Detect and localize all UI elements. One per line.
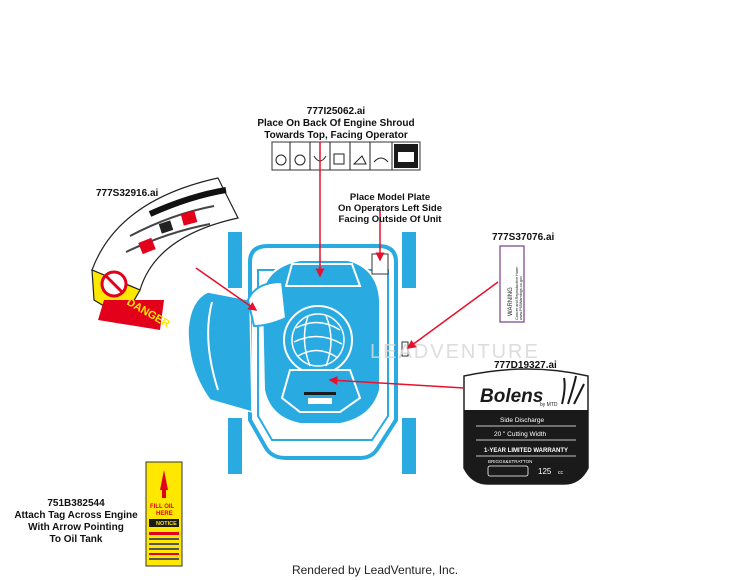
oil-tag-line1: Attach Tag Across Engine [14,510,138,521]
arrow-warning-decal [406,281,499,349]
bolens-discharge: Side Discharge [500,417,544,424]
oil-tag-line2: With Arrow Pointing [28,522,124,533]
oil-tag: FILL OIL HERE NOTICE [145,461,183,567]
warning-decal-marker [401,341,409,357]
arrow-danger-decal [195,267,258,311]
shroud-part-number: 777I25062.ai [306,106,366,117]
bolens-brand: Bolens [480,386,543,407]
model-plate-line2: On Operators Left Side [338,203,442,214]
warning-line2: www.P65Warnings.ca.gov [519,276,523,320]
shroud-line2: Towards Top, Facing Operator [264,130,408,141]
oil-tag-part-number: 751B382544 [47,498,105,509]
arrow-bolens-decal [328,375,465,389]
mower-deck [187,232,416,474]
discharge-chute [187,291,253,413]
bolens-engine-brand: BRIGGS&STRATTON [488,459,532,464]
wheel-front-right [402,232,416,288]
bolens-sub-brand: by MTD [540,402,558,408]
danger-decal-part-number: 777S32916.ai [96,188,159,199]
oil-fill-line2: HERE [156,511,173,517]
warning-decal-part-number: 777S37076.ai [492,232,555,243]
oil-tag-line3: To Oil Tank [49,534,103,545]
bolens-decal-part-number: 777D19327.ai [494,360,557,371]
warning-decal: WARNING Cancer and Reproductive Harm www… [499,245,525,323]
oil-fill-line1: FILL OIL [150,504,175,510]
wheel-front-left [228,232,242,288]
footer-credit: Rendered by LeadVenture, Inc. [291,563,459,577]
danger-decal: DANGER [91,177,239,330]
fuel-tank [246,280,288,328]
oil-notice: NOTICE [156,521,177,527]
air-filter [280,369,362,413]
leader-arrows [195,142,499,389]
bolens-displacement: 125 [538,467,552,476]
wheel-rear-left [228,418,242,474]
model-plate-line1: Place Model Plate [349,192,431,203]
warning-title: WARNING [508,287,514,316]
bolens-decal: Bolens by MTD Side Discharge 20 " Cuttin… [463,368,589,485]
model-plate-callout: Place Model Plate On Operators Left Side… [332,192,448,225]
bolens-cutting-width: 20 " Cutting Width [494,431,547,438]
warning-line1: Cancer and Reproductive Harm [515,267,519,320]
shroud-callout: 777I25062.ai Place On Back Of Engine Shr… [236,106,436,142]
shroud-decal-strip [271,141,421,171]
shroud-line1: Place On Back Of Engine Shroud [257,118,415,129]
model-plate-line3: Facing Outside Of Unit [338,214,442,225]
bolens-warranty: 1-YEAR LIMITED WARRANTY [484,448,568,454]
engine-shroud [284,263,362,287]
recoil-starter [283,305,353,375]
deck-outline [248,244,398,460]
oil-tag-callout: 751B382544 Attach Tag Across Engine With… [10,498,142,546]
bolens-cc: cc [558,470,564,476]
wheel-rear-right [402,418,416,474]
